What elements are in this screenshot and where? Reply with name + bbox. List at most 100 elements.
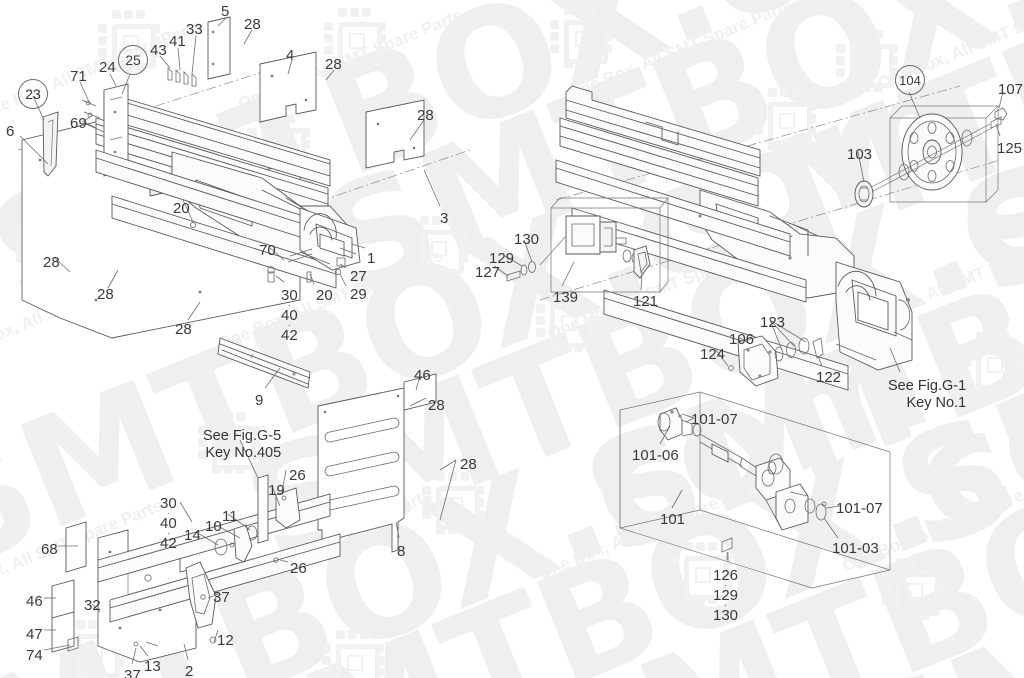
sensor-cover-group: [728, 335, 824, 387]
callout-2[interactable]: 2: [185, 663, 194, 678]
pin-20: [306, 271, 312, 283]
shim-123c: [798, 337, 810, 355]
cover-panel-4b: [365, 99, 425, 169]
callout-28-f[interactable]: 28: [175, 321, 192, 338]
callout-3[interactable]: 3: [440, 210, 449, 227]
callout-124[interactable]: 124: [700, 346, 726, 363]
callout-12[interactable]: 12: [217, 632, 234, 649]
note-line-1: See Fig.G-1: [888, 378, 967, 394]
callout-101-06[interactable]: 101-06: [632, 447, 679, 464]
stack-separator-dot: ·: [287, 300, 291, 310]
stack-value: 30: [281, 287, 298, 304]
callout-28-e[interactable]: 28: [97, 286, 114, 303]
callout-25[interactable]: 25: [118, 45, 148, 75]
leader-lines: [19, 17, 1004, 665]
callout-107[interactable]: 107: [998, 81, 1024, 98]
callout-28-g[interactable]: 28: [428, 397, 445, 414]
callout-127[interactable]: 127: [475, 264, 501, 281]
callout-103[interactable]: 103: [847, 146, 873, 163]
shaft-group-101: [619, 391, 891, 589]
callout-28-a[interactable]: 28: [244, 16, 261, 33]
washer-129: [520, 264, 528, 276]
bushing-14: [214, 538, 228, 556]
callout-10[interactable]: 10: [205, 518, 222, 535]
callout-29[interactable]: 29: [350, 286, 367, 303]
callout-5[interactable]: 5: [221, 3, 230, 20]
left-main-frame: [17, 16, 471, 663]
stack-value: 42: [281, 327, 298, 344]
callout-125[interactable]: 125: [997, 140, 1023, 157]
screw-126: [721, 537, 733, 553]
stack-30-40-42-top[interactable]: 30·40·42: [281, 288, 298, 343]
callout-41[interactable]: 41: [169, 33, 186, 50]
callout-71[interactable]: 71: [70, 68, 87, 85]
callout-8[interactable]: 8: [397, 543, 406, 560]
callout-32[interactable]: 32: [84, 597, 101, 614]
callout-28-h[interactable]: 28: [460, 456, 477, 473]
callout-26-b[interactable]: 26: [290, 560, 307, 577]
callout-20-b[interactable]: 20: [316, 287, 333, 304]
callout-74[interactable]: 74: [26, 647, 43, 664]
callout-46-a[interactable]: 46: [414, 367, 431, 384]
callout-14[interactable]: 14: [184, 527, 201, 544]
callout-121[interactable]: 121: [633, 293, 659, 310]
callout-104[interactable]: 104: [895, 65, 925, 95]
callout-101-07-a[interactable]: 101-07: [691, 411, 738, 428]
stack-126-129-130[interactable]: 126·129·130: [713, 568, 738, 623]
callout-26-a[interactable]: 26: [289, 467, 306, 484]
callout-106[interactable]: 106: [729, 331, 755, 348]
callout-122[interactable]: 122: [816, 369, 842, 386]
callout-19[interactable]: 19: [268, 482, 285, 499]
callout-4[interactable]: 4: [286, 47, 295, 64]
stack-separator-dot: ·: [287, 320, 291, 330]
lever-12: [185, 561, 217, 629]
screw-127: [506, 270, 521, 282]
callout-101[interactable]: 101: [660, 511, 686, 528]
callout-23[interactable]: 23: [18, 79, 48, 109]
pin-122: [812, 337, 824, 359]
callout-43[interactable]: 43: [150, 42, 167, 59]
stack-value: 130: [713, 607, 739, 624]
callout-101-03[interactable]: 101-03: [832, 540, 879, 557]
callout-47[interactable]: 47: [26, 626, 43, 643]
stack-separator-dot: ·: [166, 528, 170, 538]
stack-value: 40: [160, 515, 177, 532]
callout-46-b[interactable]: 46: [26, 593, 43, 610]
callout-13[interactable]: 13: [144, 658, 161, 675]
stack-30-40-42-bot[interactable]: 30·40·42: [160, 496, 177, 551]
note-line-2: Key No.1: [906, 395, 967, 411]
callout-9[interactable]: 9: [255, 392, 264, 409]
callout-28-d[interactable]: 28: [43, 254, 60, 271]
callout-37-b[interactable]: 37: [124, 667, 141, 678]
bracket-23: [42, 111, 59, 177]
callout-1[interactable]: 1: [367, 250, 376, 267]
callout-24[interactable]: 24: [99, 59, 116, 76]
callout-6[interactable]: 6: [6, 123, 15, 140]
motor-body: [565, 215, 601, 255]
washer-125: [990, 116, 1002, 129]
callout-123[interactable]: 123: [760, 314, 786, 331]
callout-69[interactable]: 69: [70, 115, 87, 132]
nut-107: [994, 107, 1008, 121]
washer-27: [336, 257, 346, 267]
callout-129-a[interactable]: 129: [489, 250, 515, 267]
callout-33[interactable]: 33: [186, 21, 203, 38]
callout-101-07-b[interactable]: 101-07: [836, 500, 883, 517]
callout-28-b[interactable]: 28: [325, 56, 342, 73]
callout-70[interactable]: 70: [259, 242, 276, 259]
callout-68[interactable]: 68: [41, 541, 58, 558]
callout-139[interactable]: 139: [553, 289, 579, 306]
callout-11[interactable]: 11: [222, 508, 238, 525]
callout-37-a[interactable]: 37: [213, 589, 230, 606]
callout-130-a[interactable]: 130: [514, 231, 540, 248]
stack-value: 30: [160, 495, 177, 512]
bushing-101-03: [815, 503, 827, 521]
callout-27[interactable]: 27: [350, 268, 367, 285]
motor-group-139: [506, 197, 669, 293]
callout-20-a[interactable]: 20: [173, 200, 190, 217]
callout-28-c[interactable]: 28: [417, 107, 434, 124]
